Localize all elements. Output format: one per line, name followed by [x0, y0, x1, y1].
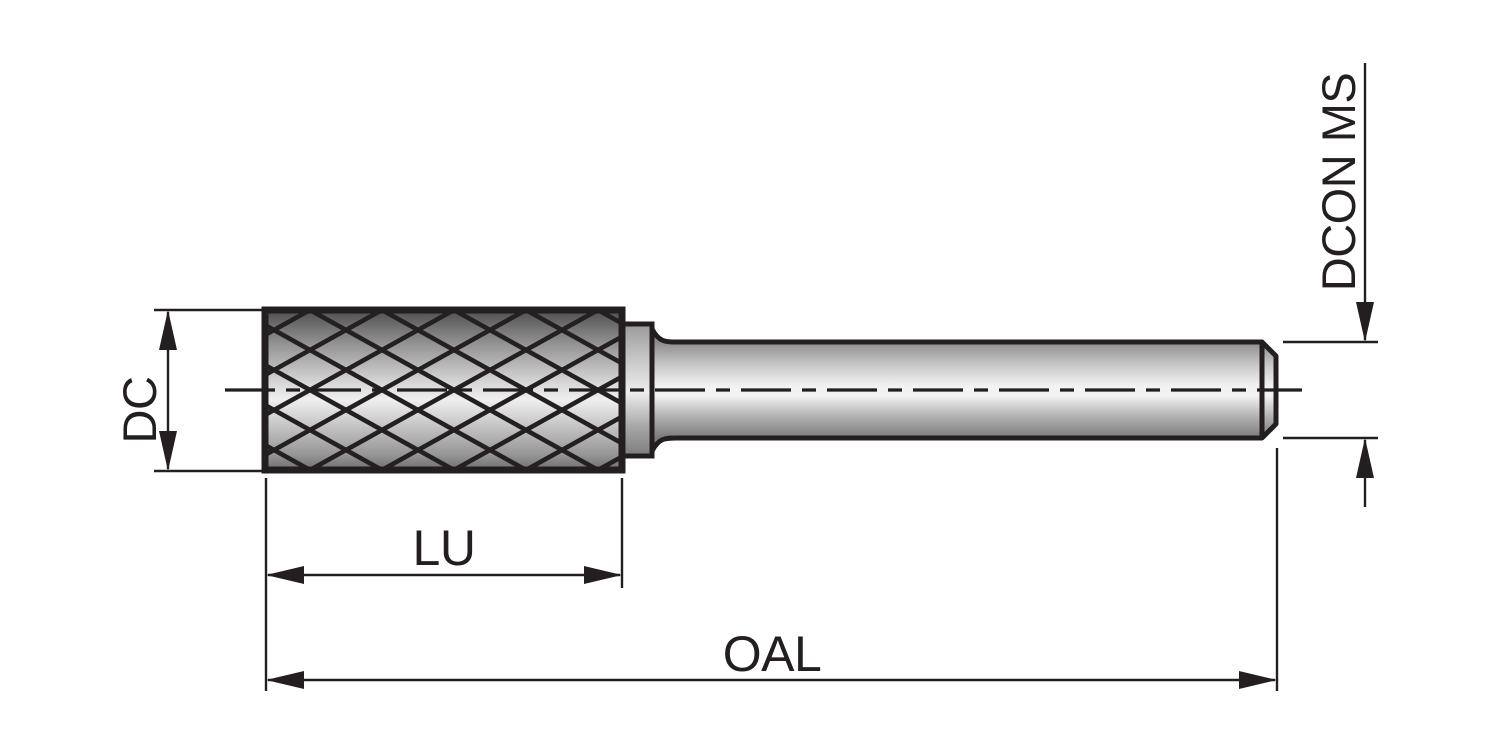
dimension-lines [154, 63, 1378, 691]
lu-label: LU [413, 520, 476, 576]
shank [649, 326, 1279, 454]
dc-arrow-down [159, 431, 177, 471]
oal-label: OAL [723, 626, 822, 682]
dimension-arrowheads [159, 302, 1374, 689]
oal-arrow-right [1239, 671, 1277, 689]
dcon-ms-label: DCON MS [1312, 73, 1365, 291]
oal-arrow-left [266, 671, 304, 689]
dcon-arrow-down [1356, 302, 1374, 342]
dimension-labels: DC LU OAL DCON MS [113, 73, 1365, 682]
lu-arrow-left [266, 566, 304, 584]
dcon-arrow-up [1356, 438, 1374, 478]
dc-arrow-up [159, 310, 177, 350]
lu-arrow-right [584, 566, 622, 584]
dc-label: DC [113, 377, 166, 444]
